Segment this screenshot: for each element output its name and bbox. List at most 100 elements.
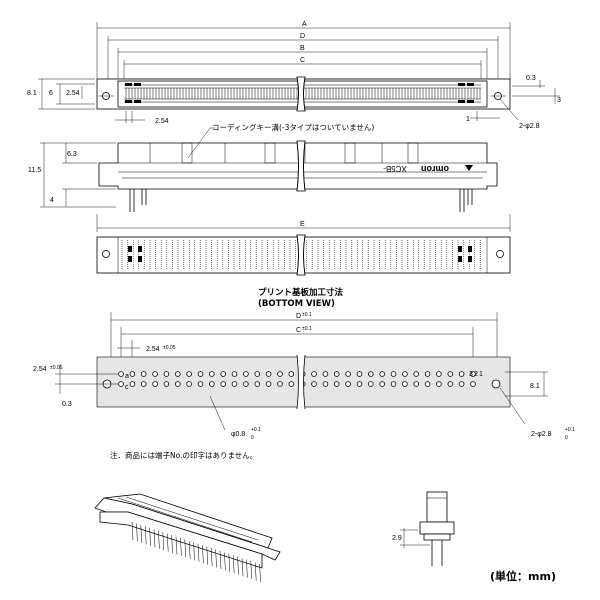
iso-pin xyxy=(171,535,173,554)
dim-C-label: C xyxy=(300,57,305,64)
bottom-pin xyxy=(138,256,142,262)
pcb-hole-layout: D ±0.1 C ±0.1 2.54 ±0.05 a c 3 2 1 2.54 … xyxy=(33,312,575,441)
pin1-triangle-marker xyxy=(465,165,473,171)
iso-pin xyxy=(149,527,151,546)
pcb-hole xyxy=(254,381,261,387)
pcb-dim-D-label: D xyxy=(296,313,301,320)
pcb-hole xyxy=(197,371,204,377)
iso-pin xyxy=(180,537,182,556)
pcb-layout-title: プリント基板加工寸法 xyxy=(258,287,344,298)
dim-2-54-left-label: 2.54 xyxy=(66,90,80,97)
pin-label-3: 3 xyxy=(469,371,473,378)
iso-pin xyxy=(188,540,191,559)
iso-pin xyxy=(224,552,226,571)
pin-label-2: 2 xyxy=(474,371,478,378)
iso-pin xyxy=(219,550,222,570)
dim-2-54-bottom-label: 2.54 xyxy=(155,118,169,125)
dim-A-label: A xyxy=(302,21,307,28)
pin-hole-label: φ0.8 xyxy=(231,431,245,438)
pcb-holes xyxy=(118,371,476,387)
pcb-hole xyxy=(197,381,204,387)
iso-pin xyxy=(232,555,235,574)
top-contact-pad xyxy=(125,100,132,103)
iso-pin xyxy=(144,526,147,545)
iso-pin xyxy=(210,548,213,567)
pcb-hole xyxy=(220,381,227,387)
small-side-view: 2.9 xyxy=(392,491,455,566)
pcb-hole xyxy=(140,381,147,387)
isometric-pins xyxy=(131,521,261,583)
top-contact-pad xyxy=(125,83,132,86)
iso-pin xyxy=(228,553,231,572)
pcb-hole xyxy=(288,371,295,377)
pcb-left-pitch-label: 2.54 xyxy=(33,366,47,373)
bottom-pin xyxy=(138,246,142,252)
pcb-hole xyxy=(186,371,192,377)
top-contact-pad xyxy=(134,83,141,86)
pcb-hole xyxy=(209,381,215,387)
pcb-hole xyxy=(413,381,420,387)
iso-pin xyxy=(259,564,261,583)
iso-pin xyxy=(202,545,204,564)
dim-6-label: 6 xyxy=(49,90,53,97)
pcb-hole xyxy=(458,381,465,387)
isometric-connector-view xyxy=(94,493,281,583)
pcb-left-pitch-tol: ±0.05 xyxy=(50,365,63,371)
dim-D-label: D xyxy=(300,33,305,40)
pcb-hole xyxy=(243,371,249,377)
pcb-hole xyxy=(390,371,397,377)
pcb-hole xyxy=(379,371,386,377)
dim-0-3-label: 0.3 xyxy=(526,75,536,82)
pcb-pitch-label: 2.54 xyxy=(146,346,160,353)
pcb-hole xyxy=(458,371,465,377)
iso-pin xyxy=(215,549,217,568)
iso-pin xyxy=(153,529,156,548)
iso-pin xyxy=(197,543,200,562)
iso-pin xyxy=(131,521,134,541)
pcb-hole xyxy=(231,371,238,377)
unit-label: (単位：mm) xyxy=(490,569,556,583)
dim-6-3-label: 6.3 xyxy=(67,151,77,158)
pcb-dim-C-label: C xyxy=(296,327,301,334)
iso-pin xyxy=(250,561,253,580)
pcb-0-3-label: 0.3 xyxy=(62,401,72,408)
pcb-hole xyxy=(379,381,386,387)
pcb-hole xyxy=(152,371,158,377)
pcb-hole xyxy=(447,371,454,377)
pcb-hole xyxy=(367,381,374,387)
bottom-left-mount-hole xyxy=(102,250,110,258)
pin-label-1: 1 xyxy=(479,371,483,378)
pcb-hole xyxy=(436,381,442,387)
pin-hole-tol-zero: 0 xyxy=(251,435,254,441)
pcb-hole xyxy=(129,371,136,377)
pcb-hole xyxy=(470,371,476,377)
pcb-hole xyxy=(243,381,249,387)
pcb-hole xyxy=(231,381,238,387)
coding-key-note: コーディングキー溝(-3タイプはついていません) xyxy=(212,122,374,132)
pcb-hole xyxy=(402,371,408,377)
dim-3-label: 3 xyxy=(557,97,561,104)
dim-11-5-label: 11.5 xyxy=(28,167,41,174)
dim-2-9-label: 2.9 xyxy=(392,535,402,542)
pin-1-label: 1 xyxy=(466,116,470,123)
pcb-hole xyxy=(254,371,261,377)
pcb-hole xyxy=(265,371,272,377)
pcb-hole xyxy=(402,381,408,387)
iso-pin xyxy=(254,562,257,581)
iso-pin xyxy=(246,559,248,578)
pcb-8-1-label: 8.1 xyxy=(530,383,540,390)
dim-8-1-label: 8.1 xyxy=(27,90,37,97)
pcb-hole xyxy=(367,371,374,377)
bottom-outline-view xyxy=(96,234,511,276)
pcb-hole xyxy=(288,381,295,387)
pcb-hole xyxy=(413,371,420,377)
top-contact-pad xyxy=(458,83,465,86)
pcb-hole xyxy=(277,371,283,377)
iso-pin xyxy=(193,542,195,561)
model-number: XC5B- xyxy=(383,164,407,173)
pcb-hole xyxy=(356,371,363,377)
pcb-hole xyxy=(470,381,476,387)
pcb-hole xyxy=(333,381,340,387)
iso-pin xyxy=(175,536,178,555)
iso-pin xyxy=(136,523,138,542)
